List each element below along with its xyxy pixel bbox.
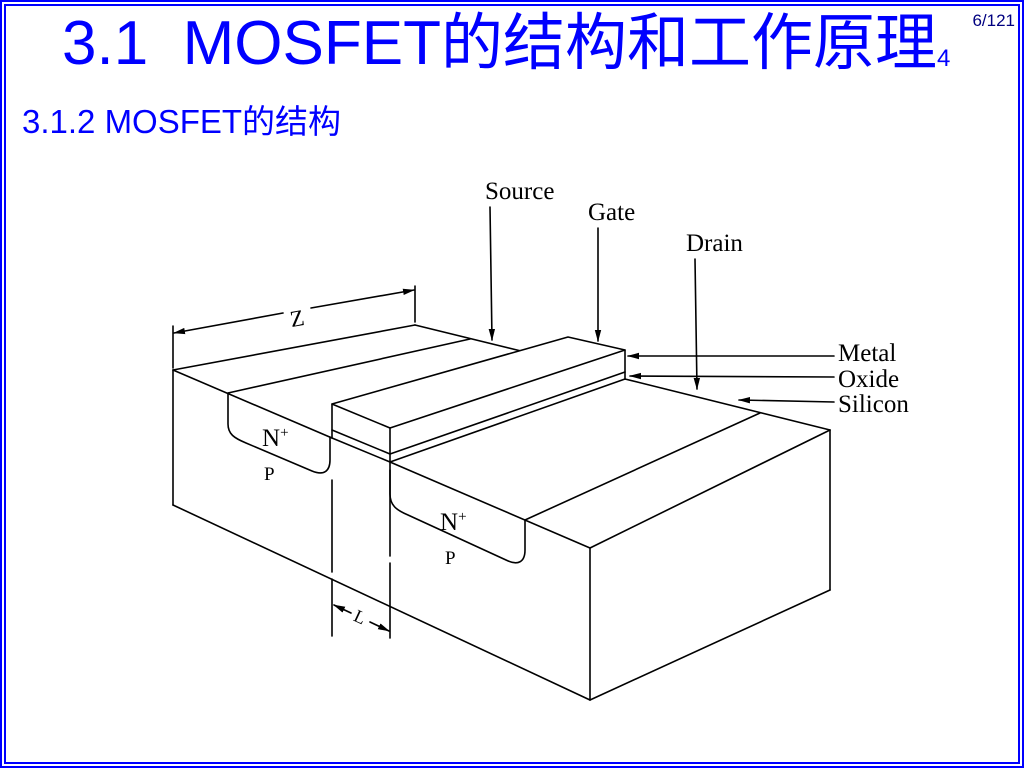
slab-front-top-edge-drain-side — [389, 461, 591, 549]
source-p-label: P — [264, 464, 275, 485]
slab-top-back-edge-right — [624, 378, 831, 431]
source-n-label: N — [262, 425, 280, 452]
source-label: Source — [485, 178, 554, 205]
metal-callout: Metal — [627, 340, 896, 367]
drain-label: Drain — [686, 230, 743, 257]
slide-title: 3.1 MOSFET的结构和工作原理4 — [62, 13, 950, 75]
width-arrow-left — [173, 312, 284, 335]
gate-side-bottom-edge — [389, 378, 626, 463]
slab-top-back-edge-left — [414, 324, 522, 352]
slide-title-suffix: 4 — [936, 45, 951, 72]
silicon-slab — [172, 324, 831, 701]
gate-side-oxide-top — [389, 371, 626, 455]
length-dimension-label: L — [351, 606, 369, 629]
gate-top-face — [331, 336, 626, 429]
slab-front-bottom-edge — [172, 504, 591, 701]
length-dimension: L — [331, 469, 391, 639]
source-pointer-arrow — [488, 206, 496, 341]
oxide-pointer-arrow — [629, 372, 835, 380]
source-region: N+ P — [227, 338, 471, 485]
page-number: 6/121 — [972, 11, 1015, 30]
slab-top-right-edge — [589, 429, 831, 549]
drain-p-label: P — [445, 548, 456, 569]
slab-right-bottom-edge — [589, 589, 831, 701]
oxide-label: Oxide — [838, 366, 899, 393]
width-arrow-right — [310, 288, 415, 309]
slab-top-left-edge — [172, 324, 416, 371]
silicon-callout: Silicon — [738, 391, 909, 418]
width-dimension: Z — [172, 285, 416, 369]
silicon-label: Silicon — [838, 391, 909, 418]
drain-plus-superscript: + — [458, 509, 466, 525]
source-junction-boundary — [227, 392, 331, 474]
silicon-pointer-arrow — [738, 397, 835, 404]
drain-callout: Drain — [686, 230, 743, 390]
gate-stack — [331, 336, 626, 463]
section-subtitle: 3.1.2 MOSFET的结构 — [22, 103, 342, 140]
length-arrow-left — [333, 604, 352, 614]
gate-front-oxide-top — [331, 429, 391, 455]
drain-junction-boundary — [389, 461, 526, 564]
drain-pointer-arrow — [693, 258, 701, 390]
oxide-callout: Oxide — [629, 366, 899, 393]
slide-title-text: 3.1 MOSFET的结构和工作原理 — [62, 9, 937, 78]
length-arrow-right — [369, 621, 390, 632]
source-stripe-edge — [227, 338, 471, 394]
drain-n-label: N — [440, 509, 458, 536]
drain-stripe-edge — [524, 412, 761, 521]
source-callout: Source — [485, 178, 554, 341]
gate-label: Gate — [588, 199, 635, 226]
source-n-plus-label: N+ — [262, 425, 289, 452]
width-dimension-label: Z — [288, 305, 306, 332]
source-plus-superscript: + — [280, 425, 288, 441]
metal-label: Metal — [838, 340, 896, 367]
gate-callout: Gate — [588, 199, 635, 342]
slab-front-top-edge-source-side — [172, 369, 333, 439]
gate-front-bottom-edge — [331, 437, 391, 463]
drain-n-plus-label: N+ — [440, 509, 467, 536]
drain-region: N+ P — [389, 412, 761, 569]
